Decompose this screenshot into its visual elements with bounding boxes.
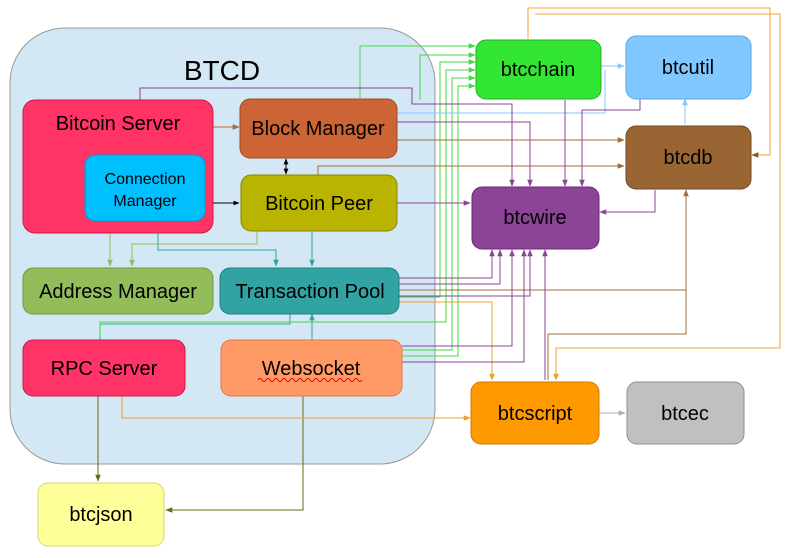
node-btcec-label: btcec <box>661 403 709 425</box>
edge-server-btcchain <box>419 52 476 100</box>
edge-blockmgr-btcutil <box>397 70 606 114</box>
node-btcjson <box>37 482 165 547</box>
node-address-manager-label: Address Manager <box>39 281 197 303</box>
edge-txpool-btcwire <box>399 249 495 279</box>
node-btcchain-label: btcchain <box>501 59 576 81</box>
node-connection-manager <box>84 154 206 222</box>
edge-rpc-btcscript <box>121 396 471 421</box>
node-connection-manager-label-1: Connection <box>105 171 186 188</box>
node-transaction-pool-label: Transaction Pool <box>235 281 384 303</box>
edge-btcscript-loop <box>535 13 781 381</box>
edge-rpc-btcwire <box>402 249 515 347</box>
edge-btcdb-btcwire <box>599 190 656 215</box>
node-rpc-server <box>22 339 186 397</box>
node-address-manager <box>22 267 214 315</box>
edge-ws-btcwire <box>402 249 527 363</box>
btcd-group-title: BTCD <box>184 55 260 86</box>
node-btcscript-label: btcscript <box>498 403 573 425</box>
btcd-group <box>9 27 436 465</box>
node-rpc-server-label: RPC Server <box>51 358 158 380</box>
node-transaction-pool <box>219 267 400 315</box>
edge-blockmgr-btcwire <box>397 121 533 187</box>
node-btcutil <box>625 35 752 100</box>
node-btcscript <box>470 381 600 445</box>
edge-server-txpool <box>157 233 279 267</box>
node-btcdb <box>625 125 752 190</box>
edge-ws-btcchain-2 <box>402 83 476 357</box>
node-bitcoin-peer-label: Bitcoin Peer <box>265 193 373 215</box>
edge-txpool-btcwire-2 <box>399 249 503 285</box>
node-btcutil-label: btcutil <box>662 57 714 79</box>
edge-txpool-btcscript <box>399 301 495 381</box>
node-btcwire <box>471 186 600 250</box>
node-block-manager-label: Block Manager <box>251 118 385 140</box>
edge-rpc-btcchain <box>99 67 476 336</box>
edge-ws-btcchain <box>402 75 476 351</box>
node-websocket-label: Websocket <box>262 358 361 380</box>
edge-peer-addrmgr <box>129 231 258 267</box>
node-btcchain <box>475 39 602 100</box>
node-btcwire-label: btcwire <box>503 207 566 229</box>
edge-server-btcwire <box>139 87 515 187</box>
websocket-spellcheck-underline <box>257 378 363 382</box>
edge-btcchain-btcdb <box>527 7 771 158</box>
node-bitcoin-peer <box>240 174 398 232</box>
edge-ws-btcjson <box>165 396 304 513</box>
node-connection-manager-label-2: Manager <box>113 193 177 210</box>
node-btcec <box>626 381 745 445</box>
edge-txpool-btcchain <box>399 59 476 298</box>
edges <box>95 7 781 513</box>
node-bitcoin-server-label: Bitcoin Server <box>56 113 181 135</box>
edge-btcutil-btcwire <box>579 99 641 187</box>
node-btcjson-label: btcjson <box>69 504 132 526</box>
edge-blockmgr-btcchain <box>359 43 476 98</box>
edge-txpool-btcwire-3 <box>399 249 533 297</box>
edge-btcscript-btcdb <box>547 190 687 380</box>
node-block-manager <box>239 98 398 159</box>
node-websocket <box>220 339 403 397</box>
edge-peer-btcdb <box>317 163 625 176</box>
node-btcdb-label: btcdb <box>664 147 713 169</box>
